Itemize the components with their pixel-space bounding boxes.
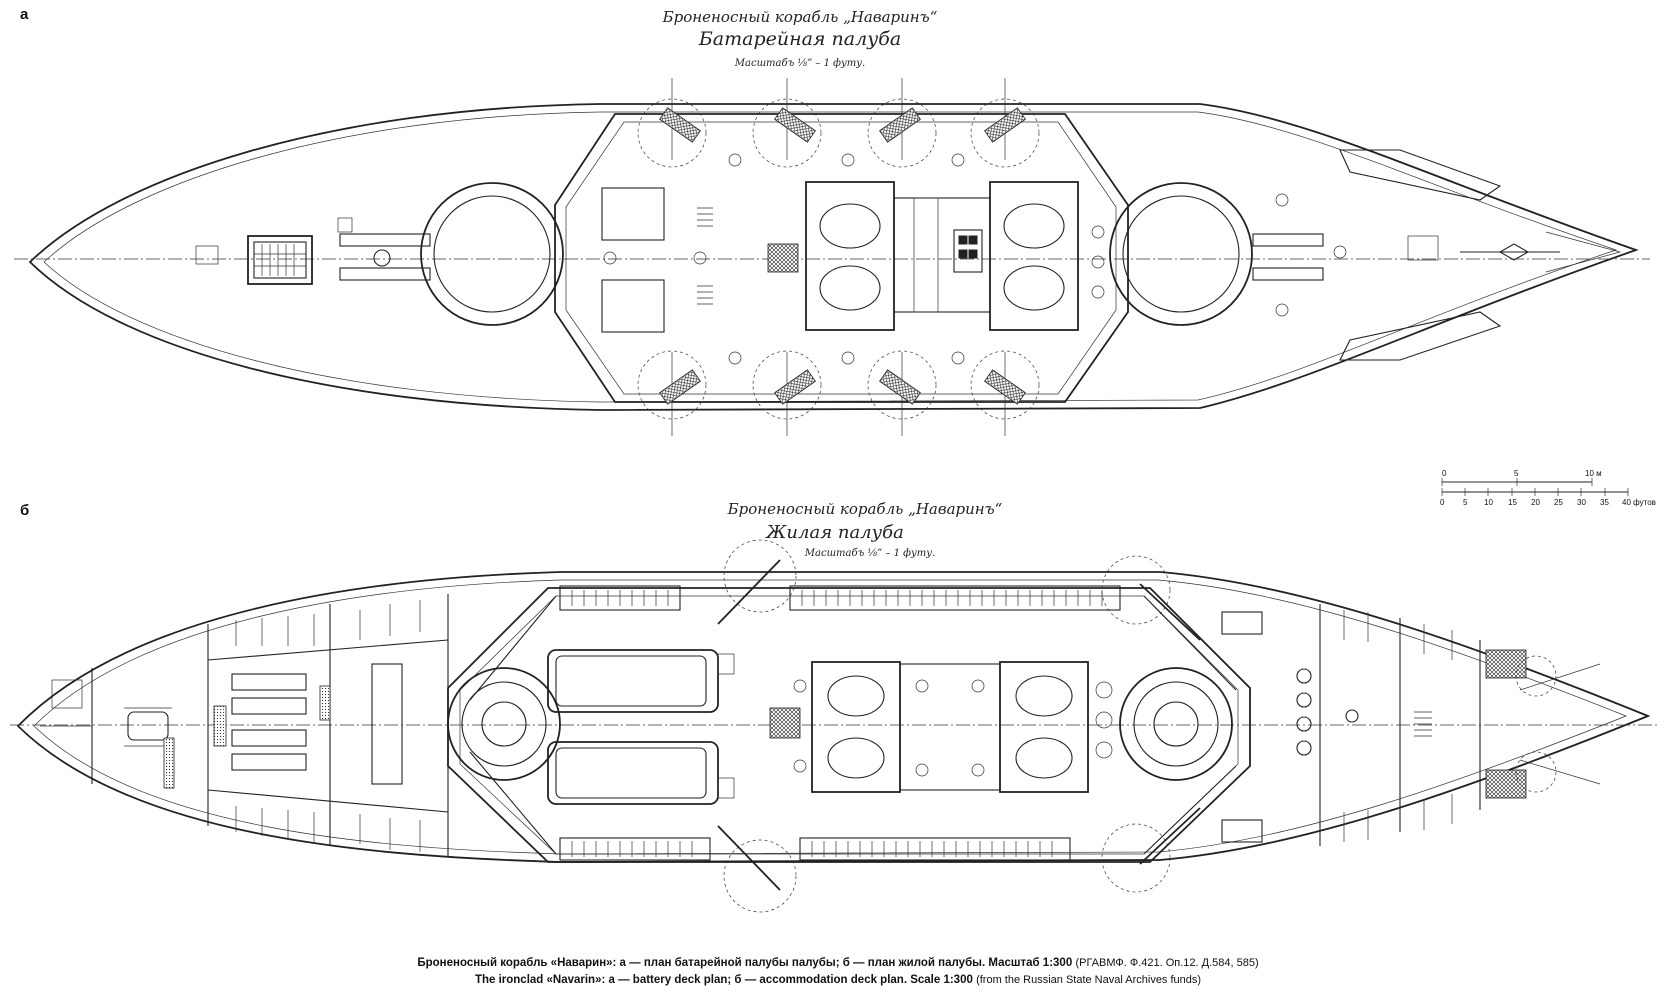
panel-b-title-line1: Броненосный корабль „Наваринъ“ [727, 500, 1003, 518]
scale-m-0: 0 [1442, 469, 1447, 478]
panel-a-title-line2: Батарейная палуба [698, 28, 902, 50]
hatch-port-fore-a [601, 187, 665, 241]
scale-ft-15: 15 [1508, 498, 1517, 507]
panel-b-title-line2: Жилая палуба [766, 522, 904, 543]
scale-ft-10: 10 [1484, 498, 1493, 507]
hatch-stbd-fore-a [601, 279, 665, 333]
figure-caption: Броненосный корабль «Наварин»: а — план … [0, 955, 1676, 989]
bunker-strip-bottom-b [559, 837, 1071, 861]
aft-main-guns-a [1252, 233, 1324, 281]
funnel-casings-a [805, 181, 1079, 331]
aft-barbette-a [1109, 182, 1253, 326]
panel-b-letter: б [20, 502, 30, 519]
forward-barbette-a [420, 182, 564, 326]
hatch-a-b [547, 649, 719, 713]
battery-citadel-a [554, 113, 1129, 403]
battery-guns-bottom-a [637, 350, 1040, 436]
sponson-guns-b [717, 539, 1601, 913]
scale-m-5: 5 [1514, 469, 1519, 478]
panel-b-scale-note: Масштабъ ⅛” – 1 футу. [804, 548, 936, 559]
battery-guns-top-a [637, 78, 1040, 168]
panel-a-scale-note: Масштабъ ⅛” – 1 футу. [734, 58, 866, 69]
accommodation-deck-plan [10, 539, 1660, 913]
scale-ft-25: 25 [1554, 498, 1563, 507]
battery-deck-plan [14, 78, 1650, 436]
caption-ru-source: (РГАВМФ. Ф.421. Оп.12. Д.584, 585) [1075, 957, 1259, 969]
caption-ru-line: Броненосный корабль «Наварин»: а — план … [0, 955, 1676, 972]
scale-ft-35: 35 [1600, 498, 1609, 507]
aft-barbette-b [1119, 667, 1233, 781]
forward-barbette-b [447, 667, 561, 781]
scale-ft-5: 5 [1463, 498, 1468, 507]
forward-main-guns-a [339, 233, 431, 281]
hatch-b-b [547, 741, 719, 805]
bow-wardroom-b [40, 668, 175, 789]
caption-en-source: (from the Russian State Naval Archives f… [976, 974, 1202, 986]
forward-cabins-b [207, 594, 449, 856]
scale-m-10: 10 м [1585, 469, 1602, 478]
scale-bar: 0 5 10 м 0 5 10 15 20 25 30 35 40 футов [1440, 469, 1656, 507]
vents-b [793, 679, 1113, 773]
panel-a-letter: а [20, 6, 29, 23]
funnel-casings-b [811, 661, 1089, 793]
caption-en-line: The ironclad «Navarin»: a — battery deck… [0, 972, 1676, 989]
hull-outline-b [16, 571, 1651, 863]
scale-ft-40: 40 футов [1622, 498, 1656, 507]
scale-ft-0: 0 [1440, 498, 1445, 507]
bunker-strip-top-b [559, 585, 1121, 611]
scale-ft-20: 20 [1531, 498, 1540, 507]
bow-anchor-gear-a [1339, 149, 1622, 361]
caption-ru-bold: Броненосный корабль «Наварин»: а — план … [417, 957, 1073, 969]
aft-cabins-b [1221, 604, 1527, 846]
deck-fittings-a [603, 153, 1347, 365]
forward-hatch-a [247, 235, 313, 285]
scale-ft-30: 30 [1577, 498, 1586, 507]
hull-outline-a [28, 103, 1639, 411]
caption-en-bold: The ironclad «Navarin»: a — battery deck… [474, 974, 973, 986]
panel-a-title-line1: Броненосный корабль „Наваринъ“ [662, 8, 938, 26]
